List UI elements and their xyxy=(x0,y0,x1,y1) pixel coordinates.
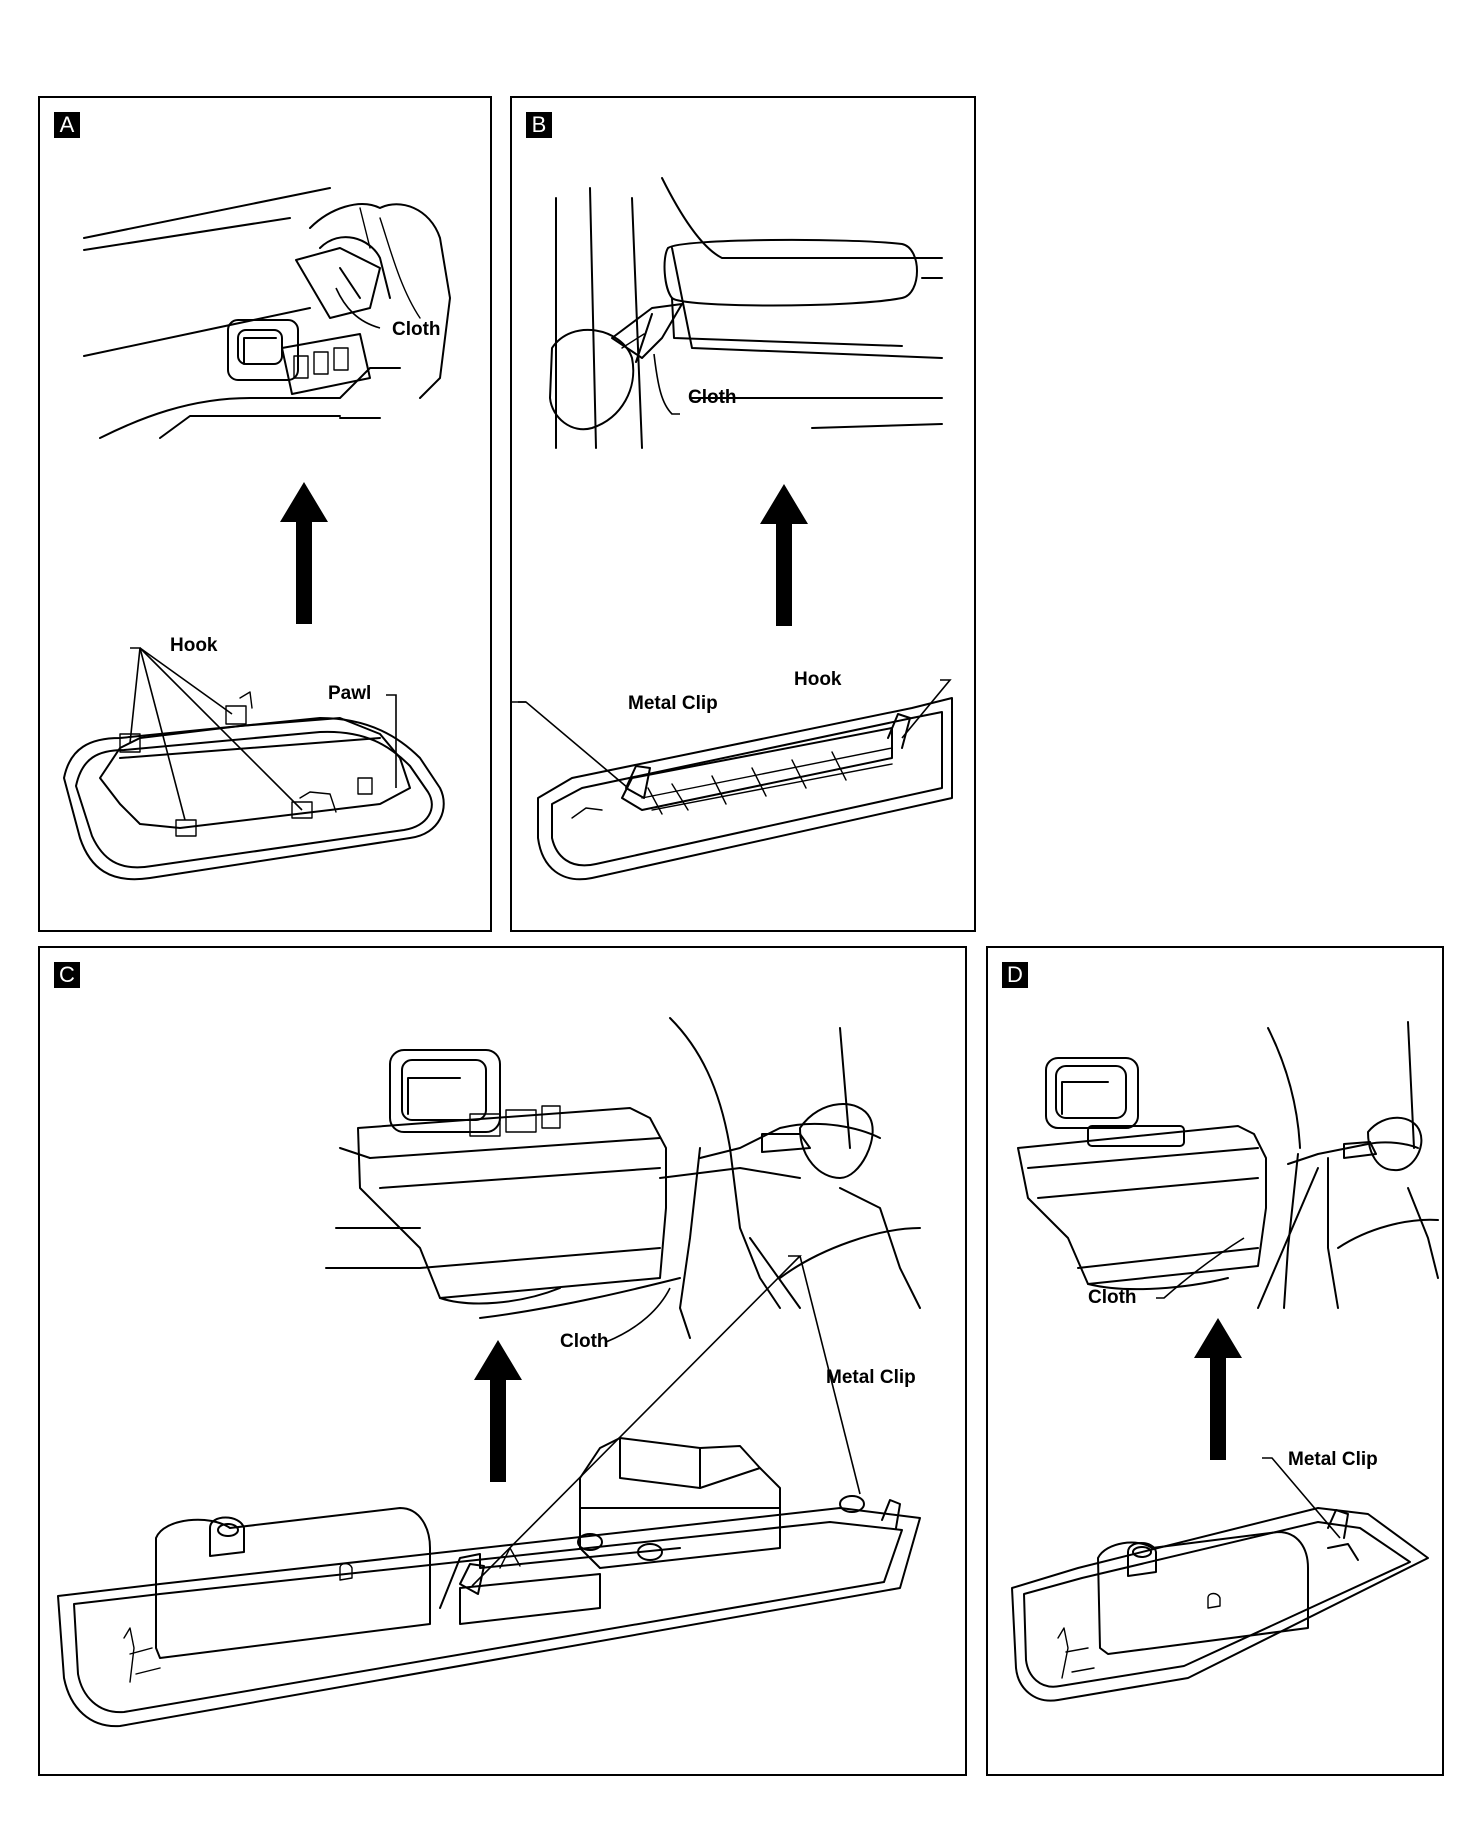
door-trim-switch-view xyxy=(325,1049,681,1319)
panel-d-metal-clip-label: Metal Clip xyxy=(1288,1449,1378,1470)
panel-c: C xyxy=(38,946,967,1776)
panel-a-hook-label: Hook xyxy=(170,635,218,656)
panel-a-pawl-label: Pawl xyxy=(328,683,372,704)
panel-d-illustration xyxy=(1011,1021,1439,1702)
armrest-view xyxy=(555,177,943,449)
panel-a: A xyxy=(38,96,492,932)
panel-a-badge: A xyxy=(54,112,80,138)
up-arrow xyxy=(280,482,328,624)
panel-d-cloth-label: Cloth xyxy=(1088,1287,1137,1308)
panel-b-cloth-label: Cloth xyxy=(688,387,737,408)
hand-with-cloth xyxy=(549,303,683,431)
panel-b-hook-label: Hook xyxy=(794,669,842,690)
armrest-panel xyxy=(537,697,953,881)
panel-b-metal-clip-label: Metal Clip xyxy=(628,693,718,714)
panel-d: D xyxy=(986,946,1444,1776)
switch-bezel xyxy=(63,691,445,881)
door-trim-top-view xyxy=(83,187,401,439)
up-arrow xyxy=(760,484,808,626)
armrest-base-panel xyxy=(57,1437,921,1728)
hand-with-cloth xyxy=(295,203,451,399)
panel-b-illustration xyxy=(512,177,953,881)
panel-a-cloth-label: Cloth xyxy=(392,319,441,340)
up-arrow xyxy=(474,1340,522,1482)
hand-with-screwdriver-and-cloth xyxy=(1257,1021,1439,1309)
panel-d-badge: D xyxy=(1002,962,1028,988)
armrest-base-panel xyxy=(1011,1507,1429,1702)
panel-a-illustration xyxy=(63,187,451,881)
panel-b: B xyxy=(510,96,976,932)
panel-c-cloth-label: Cloth xyxy=(560,1331,609,1352)
panel-c-badge: C xyxy=(54,962,80,988)
panel-c-metal-clip-label: Metal Clip xyxy=(826,1367,916,1388)
door-trim-switch-view xyxy=(1017,1057,1267,1291)
hand-with-screwdriver-and-cloth xyxy=(659,1017,921,1339)
panel-b-badge: B xyxy=(526,112,552,138)
panel-c-illustration xyxy=(57,1017,921,1728)
up-arrow xyxy=(1194,1318,1242,1460)
